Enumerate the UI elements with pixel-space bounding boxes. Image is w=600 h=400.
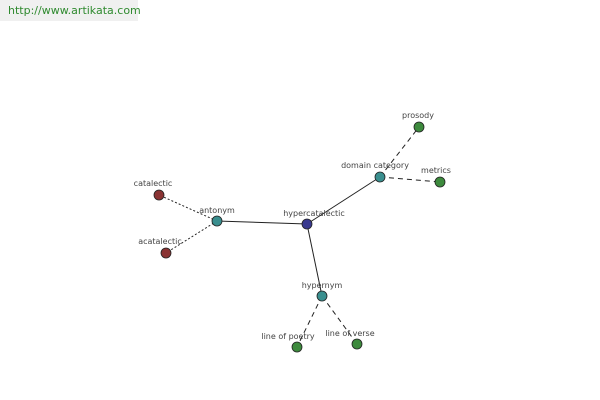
node-catalectic[interactable] [153, 189, 165, 201]
edge-domain-metrics [379, 176, 441, 183]
node-hypercatalectic[interactable] [301, 218, 313, 230]
node-metrics[interactable] [434, 176, 446, 188]
edge-hypernym-line-of-verse [321, 295, 358, 345]
node-domain-category[interactable] [374, 171, 386, 183]
node-antonym[interactable] [211, 215, 223, 227]
label-prosody: prosody [402, 111, 434, 120]
label-hypernym: hypernym [302, 281, 343, 290]
node-hypernym[interactable] [316, 290, 328, 302]
edge-domain-prosody [379, 126, 420, 178]
node-prosody[interactable] [413, 121, 425, 133]
label-hypercatalectic: hypercatalectic [283, 209, 345, 218]
edge-center-antonym [216, 220, 308, 225]
edge-center-hypernym [306, 223, 323, 297]
edge-center-domain [306, 176, 381, 225]
node-line-of-poetry[interactable] [291, 341, 303, 353]
edge-hypernym-line-of-poetry [296, 295, 323, 348]
label-antonym: antonym [199, 206, 235, 215]
label-metrics: metrics [421, 166, 451, 175]
label-acatalectic: acatalectic [138, 237, 182, 246]
node-acatalectic[interactable] [160, 247, 172, 259]
site-url-link[interactable]: http://www.artikata.com [8, 4, 141, 17]
edge-antonym-catalectic [158, 194, 218, 222]
node-line-of-verse[interactable] [351, 338, 363, 350]
label-domain-category: domain category [341, 161, 409, 170]
label-catalectic: catalectic [134, 179, 173, 188]
url-banner: http://www.artikata.com [0, 0, 141, 21]
label-line-of-poetry: line of poetry [261, 332, 315, 341]
label-line-of-verse: line of verse [325, 329, 374, 338]
